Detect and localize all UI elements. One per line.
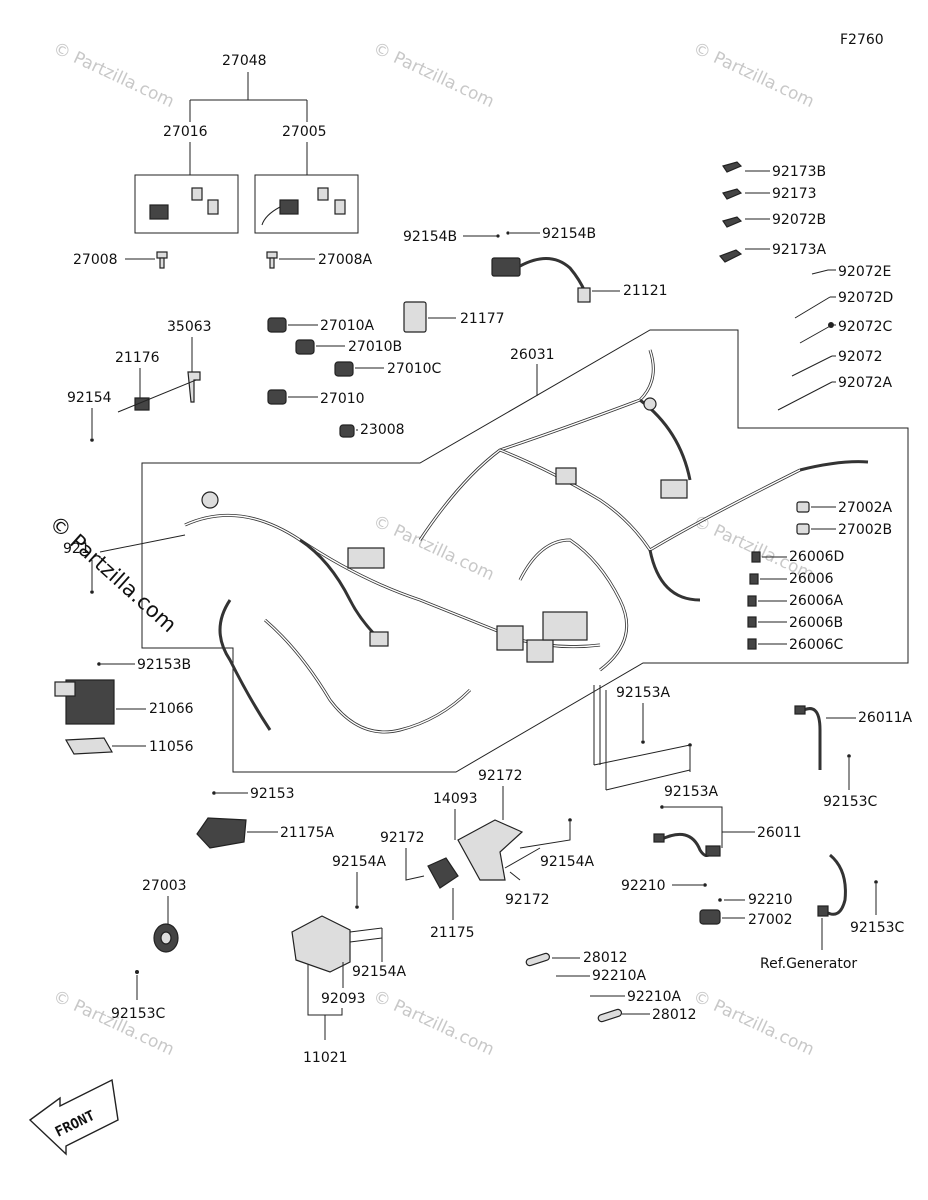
watermark: © Partzilla.com xyxy=(370,38,497,112)
main-harness-26031: 26031 921 xyxy=(63,329,909,773)
part-label-26011: 26011 xyxy=(757,825,802,841)
part-label-27008A: 27008A xyxy=(318,252,373,268)
part-label-92173A: 92173A xyxy=(772,242,827,258)
part-label-26006B: 26006B xyxy=(789,615,843,631)
front-arrow-icon: FRONT xyxy=(28,1078,119,1156)
switch-kit-box xyxy=(134,174,239,234)
clips-group: 92173B 92173 92072B 92173A 92072E 92072D… xyxy=(718,161,893,411)
part-label-27005: 27005 xyxy=(282,124,327,140)
part-label-92153C: 92153C xyxy=(823,794,878,810)
bolts-92153A: 92153A 92153A xyxy=(593,685,719,800)
part-label-21176: 21176 xyxy=(115,350,160,366)
part-label-92153B: 92153B xyxy=(137,657,191,673)
ecu-21175A: 92153 21175A xyxy=(196,786,335,849)
part-label-92172: 92172 xyxy=(380,830,425,846)
relay-bracket-14093: 92172 14093 92172 21175 92154A 92172 xyxy=(380,768,595,941)
part-label-27010A: 27010A xyxy=(320,318,375,334)
part-label-27002A: 27002A xyxy=(838,500,893,516)
part-label-26006C: 26006C xyxy=(789,637,844,653)
regulator-21066: 92153B 21066 11056 xyxy=(54,657,194,755)
part-label-92172: 92172 xyxy=(478,768,523,784)
part-label-92210: 92210 xyxy=(621,878,666,894)
connectors-27010: 27010A 27010B 27010C 27010 23008 21177 xyxy=(267,301,505,438)
generator-lead: Ref.Generator 92153C xyxy=(760,853,905,972)
part-label-92210: 92210 xyxy=(748,892,793,908)
part-label-27048: 27048 xyxy=(222,53,267,69)
part-label-92072C: 92072C xyxy=(838,319,893,335)
part-label-35063: 35063 xyxy=(167,319,212,335)
part-label-27002B: 27002B xyxy=(838,522,892,538)
part-label-21175: 21175 xyxy=(430,925,475,941)
bracket-11021: 92154A 92154A 92093 11021 xyxy=(291,854,407,1066)
part-label-27016: 27016 xyxy=(163,124,208,140)
part-label-11056: 11056 xyxy=(149,739,194,755)
part-label-92210A: 92210A xyxy=(627,989,682,1005)
part-label-92154A: 92154A xyxy=(540,854,595,870)
screw-27008: 27008 27008A xyxy=(73,251,373,269)
part-label-92153A: 92153A xyxy=(664,784,719,800)
part-label-21066: 21066 xyxy=(149,701,194,717)
part-label-27003: 27003 xyxy=(142,878,187,894)
ignition-switch-icon xyxy=(149,187,219,220)
switch-kit-box xyxy=(254,174,359,234)
cable-26011: 26011 92210 92210 27002 xyxy=(621,805,802,928)
part-label-92154B: 92154B xyxy=(403,229,457,245)
part-label-21175A: 21175A xyxy=(280,825,335,841)
part-label-26031: 26031 xyxy=(510,347,555,363)
part-label-26006: 26006 xyxy=(789,571,834,587)
figure-code: F2760 xyxy=(840,32,884,48)
part-label-27002: 27002 xyxy=(748,912,793,928)
cable-26011A: 26011A 92153C xyxy=(794,705,913,810)
part-label-28012: 28012 xyxy=(583,950,628,966)
part-label-92072: 92072 xyxy=(838,349,883,365)
watermark-layer: © Partzilla.com © Partzilla.com © Partzi… xyxy=(45,38,818,1060)
bracket-35063: 35063 21176 92154 xyxy=(67,319,212,442)
watermark-dark: © Partzilla.com xyxy=(45,511,181,637)
part-label-92154-partial: 921 xyxy=(63,541,90,557)
watermark: © Partzilla.com xyxy=(50,986,177,1060)
part-label-21177: 21177 xyxy=(460,311,505,327)
part-label-92173: 92173 xyxy=(772,186,817,202)
part-label-92153C: 92153C xyxy=(850,920,905,936)
sensor-21121: 92154B 92154B 21121 xyxy=(403,226,668,303)
part-label-92154B: 92154B xyxy=(542,226,596,242)
reference-generator: Ref.Generator xyxy=(760,956,857,972)
part-label-23008: 23008 xyxy=(360,422,405,438)
part-label-92072B: 92072B xyxy=(772,212,826,228)
ignition-switch-icon xyxy=(261,187,346,226)
part-label-92173B: 92173B xyxy=(772,164,826,180)
watermark: © Partzilla.com xyxy=(690,38,817,112)
part-label-11021: 11021 xyxy=(303,1050,348,1066)
connector-caps: 27002A 27002B 26006D 26006 26006A 26006B… xyxy=(747,500,893,653)
part-label-27010B: 27010B xyxy=(348,339,402,355)
assembly-27048: 27048 27016 27005 xyxy=(134,53,359,234)
part-label-27010C: 27010C xyxy=(387,361,442,377)
watermark: © Partzilla.com xyxy=(370,986,497,1060)
horn-27003: 27003 92153C xyxy=(111,878,187,1022)
part-label-26006A: 26006A xyxy=(789,593,844,609)
part-label-92093: 92093 xyxy=(321,991,366,1007)
part-label-92153A: 92153A xyxy=(616,685,671,701)
part-label-92153C: 92153C xyxy=(111,1006,166,1022)
part-label-92072A: 92072A xyxy=(838,375,893,391)
watermark: © Partzilla.com xyxy=(50,38,177,112)
part-label-92154: 92154 xyxy=(67,390,112,406)
part-label-27010: 27010 xyxy=(320,391,365,407)
part-label-92154A: 92154A xyxy=(352,964,407,980)
part-label-92072D: 92072D xyxy=(838,290,893,306)
watermark: © Partzilla.com xyxy=(690,986,817,1060)
part-label-92210A: 92210A xyxy=(592,968,647,984)
clamps-28012: 28012 92210A 92210A 28012 xyxy=(525,950,697,1023)
part-label-27008: 27008 xyxy=(73,252,118,268)
part-label-21121: 21121 xyxy=(623,283,668,299)
part-label-26011A: 26011A xyxy=(858,710,913,726)
part-label-92154A: 92154A xyxy=(332,854,387,870)
part-label-14093: 14093 xyxy=(433,791,478,807)
part-label-28012: 28012 xyxy=(652,1007,697,1023)
part-label-92072E: 92072E xyxy=(838,264,891,280)
part-label-92153: 92153 xyxy=(250,786,295,802)
part-label-92172: 92172 xyxy=(505,892,550,908)
part-label-26006D: 26006D xyxy=(789,549,844,565)
